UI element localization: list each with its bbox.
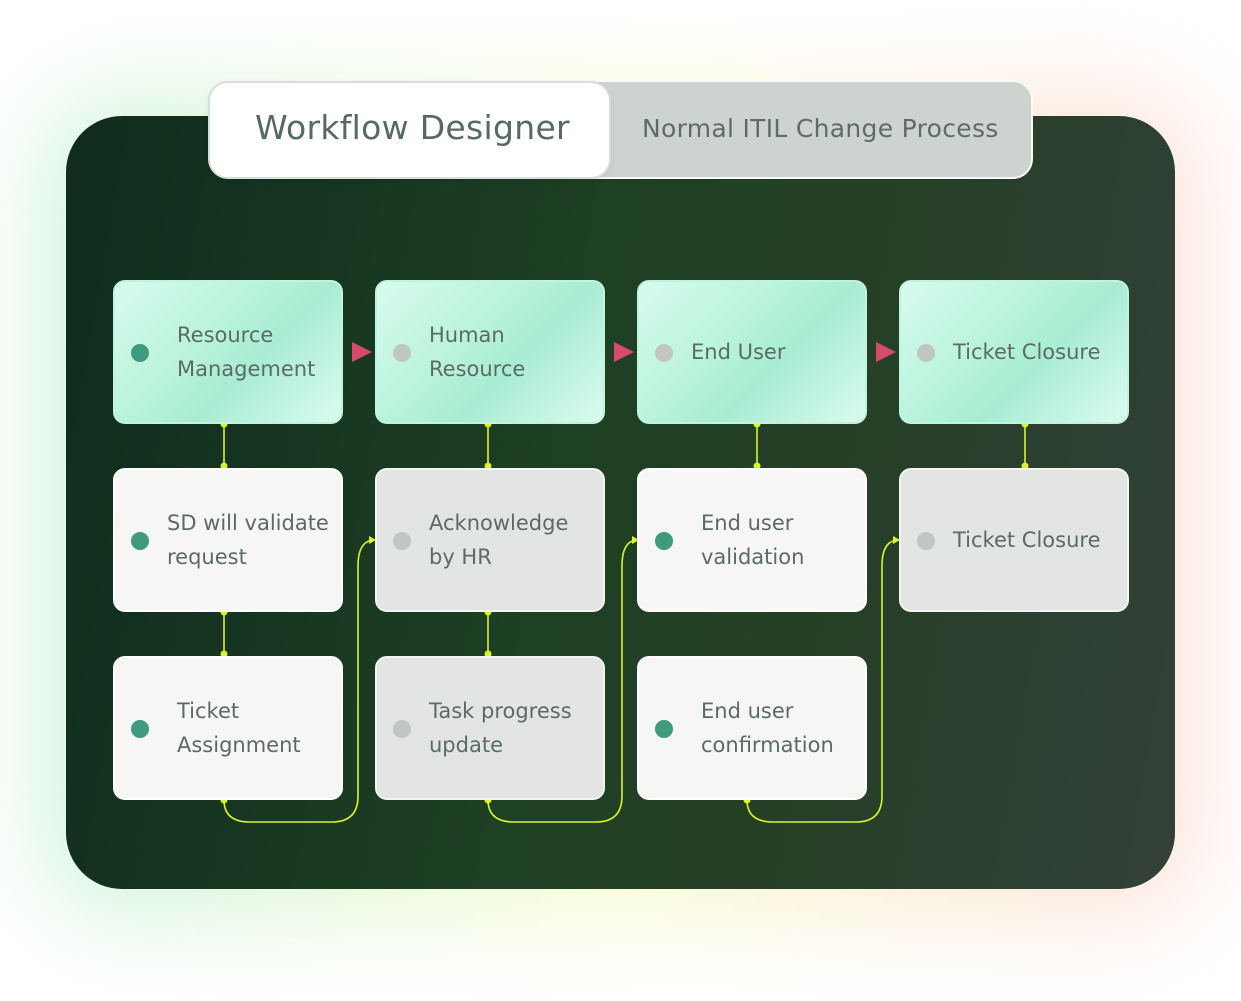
node-label: End user validation <box>701 511 805 569</box>
task-node-ticket-closure[interactable]: Ticket Closure <box>899 468 1129 612</box>
stage-node-human-resource[interactable]: Human Resource <box>375 280 605 424</box>
status-dot-icon <box>917 532 935 550</box>
task-node-sd-validate-request[interactable]: SD will validate request <box>113 468 343 612</box>
status-dot-icon <box>655 720 673 738</box>
tab-label: Normal ITIL Change Process <box>642 114 999 143</box>
task-node-end-user-confirmation[interactable]: End user confirmation <box>637 656 867 800</box>
tab-normal-itil-change-process[interactable]: Normal ITIL Change Process <box>560 80 1033 179</box>
status-dot-icon <box>131 532 149 550</box>
node-label: Ticket Closure <box>953 528 1101 552</box>
node-label: End User <box>691 340 786 364</box>
node-label: End user confirmation <box>701 699 834 757</box>
node-label: Acknowledge by HR <box>429 511 569 569</box>
tab-workflow-designer[interactable]: Workflow Designer <box>208 81 611 179</box>
status-dot-icon <box>917 344 935 362</box>
stage-node-end-user[interactable]: End User <box>637 280 867 424</box>
stage-node-ticket-closure[interactable]: Ticket Closure <box>899 280 1129 424</box>
status-dot-icon <box>393 720 411 738</box>
node-label: SD will validate request <box>167 511 329 569</box>
task-node-acknowledge-by-hr[interactable]: Acknowledge by HR <box>375 468 605 612</box>
node-label: Ticket Assignment <box>177 699 301 757</box>
status-dot-icon <box>131 344 149 362</box>
node-label: Ticket Closure <box>953 340 1101 364</box>
task-node-ticket-assignment[interactable]: Ticket Assignment <box>113 656 343 800</box>
status-dot-icon <box>393 532 411 550</box>
status-dot-icon <box>655 344 673 362</box>
node-label: Task progress update <box>429 699 572 757</box>
task-node-end-user-validation[interactable]: End user validation <box>637 468 867 612</box>
task-node-task-progress-update[interactable]: Task progress update <box>375 656 605 800</box>
node-label: Human Resource <box>429 323 526 381</box>
tab-label: Workflow Designer <box>255 108 570 147</box>
stage-node-resource-management[interactable]: Resource Management <box>113 280 343 424</box>
node-label: Resource Management <box>177 323 316 381</box>
status-dot-icon <box>393 344 411 362</box>
status-dot-icon <box>131 720 149 738</box>
status-dot-icon <box>655 532 673 550</box>
